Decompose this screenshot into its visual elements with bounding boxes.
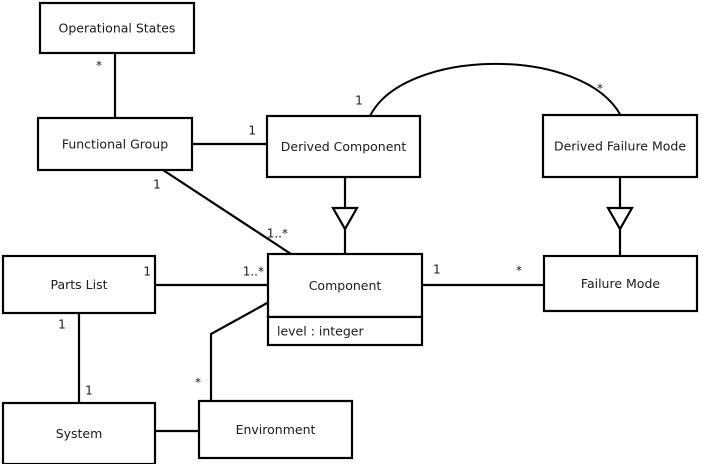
class-name-environment: Environment: [236, 422, 316, 437]
association-line-functionalgroup-component: [162, 169, 292, 255]
multiplicity-label-functionalgroup-component-1: 1..*: [267, 227, 288, 241]
association-line-environment-component: [209, 301, 270, 401]
class-name-compartment-failure-mode: [542, 254, 699, 313]
multiplicity-label-opstates-functionalgroup-0: *: [96, 59, 102, 73]
class-name-system: System: [56, 426, 103, 441]
class-name-parts-list: Parts List: [50, 277, 107, 292]
multiplicity-label-derivedcomponent-derivedfailuremode-1: *: [597, 82, 603, 96]
association-derivedcomponent-derivedfailuremode[interactable]: [369, 62, 622, 117]
generalization-triangle-derivedcomponent-component: [331, 206, 359, 232]
association-layer: [77, 53, 634, 433]
multiplicity-label-partslist-system-0: 1: [58, 318, 66, 332]
class-name-component: Component: [309, 278, 382, 293]
class-name-compartment-derived-failure-mode: [541, 113, 699, 179]
class-box-component[interactable]: Component level : integer: [266, 252, 424, 347]
class-name-compartment-operational-states: [38, 1, 196, 55]
class-box-derived-component[interactable]: Derived Component: [265, 114, 422, 179]
class-name-compartment-derived-component: [265, 114, 422, 179]
class-name-failure-mode: Failure Mode: [581, 276, 660, 291]
class-name-functional-group: Functional Group: [62, 137, 168, 152]
multiplicity-label-partslist-component-1: 1..*: [243, 265, 264, 279]
association-functionalgroup-component[interactable]: [162, 169, 292, 255]
class-box-operational-states[interactable]: Operational States: [38, 1, 196, 55]
class-name-compartment-functional-group: [36, 116, 194, 172]
class-box-failure-mode[interactable]: Failure Mode: [542, 254, 699, 313]
multiplicity-label-environment-component-0: *: [195, 376, 201, 390]
multiplicity-label-derivedcomponent-derivedfailuremode-0: 1: [355, 94, 363, 108]
class-attribute-component-0: level : integer: [277, 324, 364, 339]
class-box-environment[interactable]: Environment: [197, 399, 354, 460]
association-derivedfailuremode-failuremode[interactable]: [606, 177, 634, 256]
association-environment-component[interactable]: [209, 301, 270, 401]
multiplicity-label-partslist-system-1: 1: [85, 384, 93, 398]
class-name-compartment-component: [266, 252, 424, 319]
class-name-compartment-parts-list: [1, 254, 157, 315]
class-box-functional-group[interactable]: Functional Group: [36, 116, 194, 172]
multiplicity-label-component-failuremode-1: *: [516, 264, 522, 278]
class-box-derived-failure-mode[interactable]: Derived Failure Mode: [541, 113, 699, 179]
generalization-triangle-derivedfailuremode-failuremode: [606, 206, 634, 232]
multiplicity-label-functionalgroup-derivedcomponent-0: 1: [248, 124, 256, 138]
class-name-compartment-environment: [197, 399, 354, 460]
multiplicity-label-partslist-component-0: 1: [143, 265, 151, 279]
class-name-derived-component: Derived Component: [281, 139, 407, 154]
multiplicity-label-functionalgroup-component-0: 1: [153, 178, 161, 192]
class-name-derived-failure-mode: Derived Failure Mode: [554, 139, 686, 154]
class-attribute-compartment-component: [266, 315, 424, 347]
multiplicity-layer: * 1 1 1..* 1 * 1 1..* 1 * 1 1 *: [58, 59, 603, 398]
class-name-operational-states: Operational States: [59, 21, 176, 36]
association-derivedcomponent-component[interactable]: [331, 177, 359, 254]
class-name-compartment-system: [1, 401, 157, 464]
class-box-parts-list[interactable]: Parts List: [1, 254, 157, 315]
association-line-derivedcomponent-derivedfailuremode: [369, 62, 622, 117]
multiplicity-label-component-failuremode-0: 1: [433, 263, 441, 277]
class-box-system[interactable]: System: [1, 401, 157, 464]
